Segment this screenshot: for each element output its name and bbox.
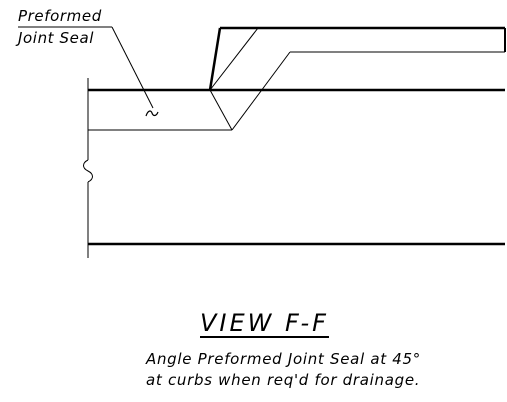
note-line1: Angle Preformed Joint Seal at 45° <box>146 350 421 368</box>
note-line2: at curbs when req'd for drainage. <box>146 371 421 389</box>
callout-leader <box>18 26 154 109</box>
joint-seal-outline <box>88 51 505 131</box>
view-title: VIEW F-F <box>200 309 329 337</box>
callout-label-line2: Joint Seal <box>18 29 95 47</box>
curb-outline <box>208 26 506 91</box>
callout-label-line1: Preformed <box>18 7 102 25</box>
left-break-edge <box>83 78 93 258</box>
seal-squiggle-icon <box>145 110 159 117</box>
